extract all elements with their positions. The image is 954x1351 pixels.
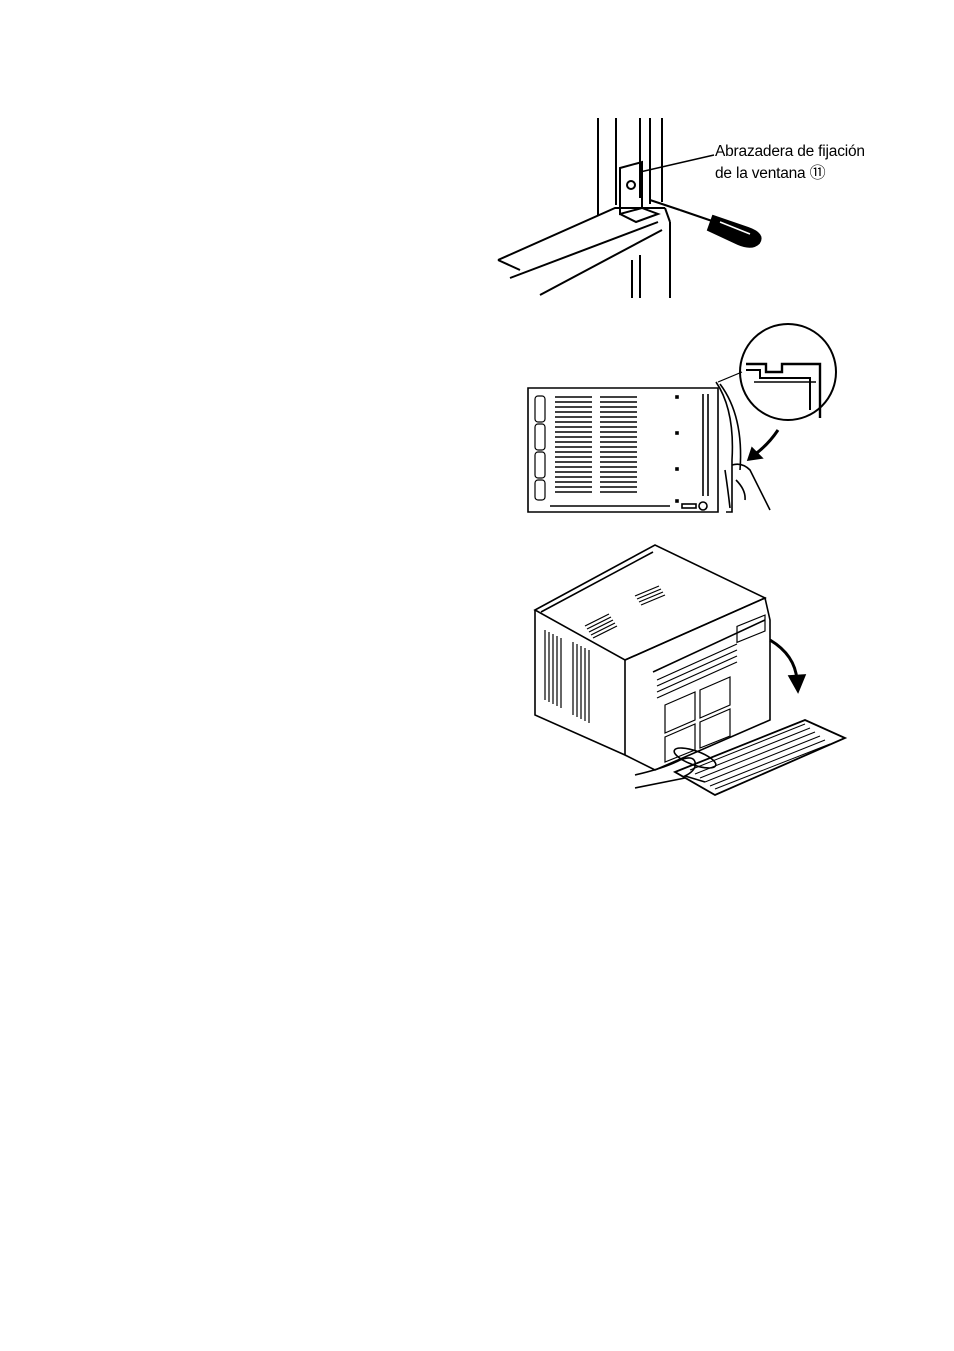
figure-front-grille-removal: [520, 320, 850, 525]
filter-removal-illustration: [525, 540, 855, 805]
grille-removal-illustration: [520, 320, 850, 525]
bracket-label-line1: Abrazadera de fijación: [715, 141, 915, 163]
figure-filter-removal: [525, 540, 855, 805]
callout-number: ⑪: [810, 165, 826, 182]
bracket-label: Abrazadera de fijación de la ventana ⑪: [715, 141, 915, 185]
window-bracket-illustration: [480, 110, 900, 305]
bracket-label-line2: de la ventana: [715, 165, 805, 182]
bracket-label-line2-row: de la ventana ⑪: [715, 163, 915, 185]
figure-window-bracket: [480, 110, 900, 305]
